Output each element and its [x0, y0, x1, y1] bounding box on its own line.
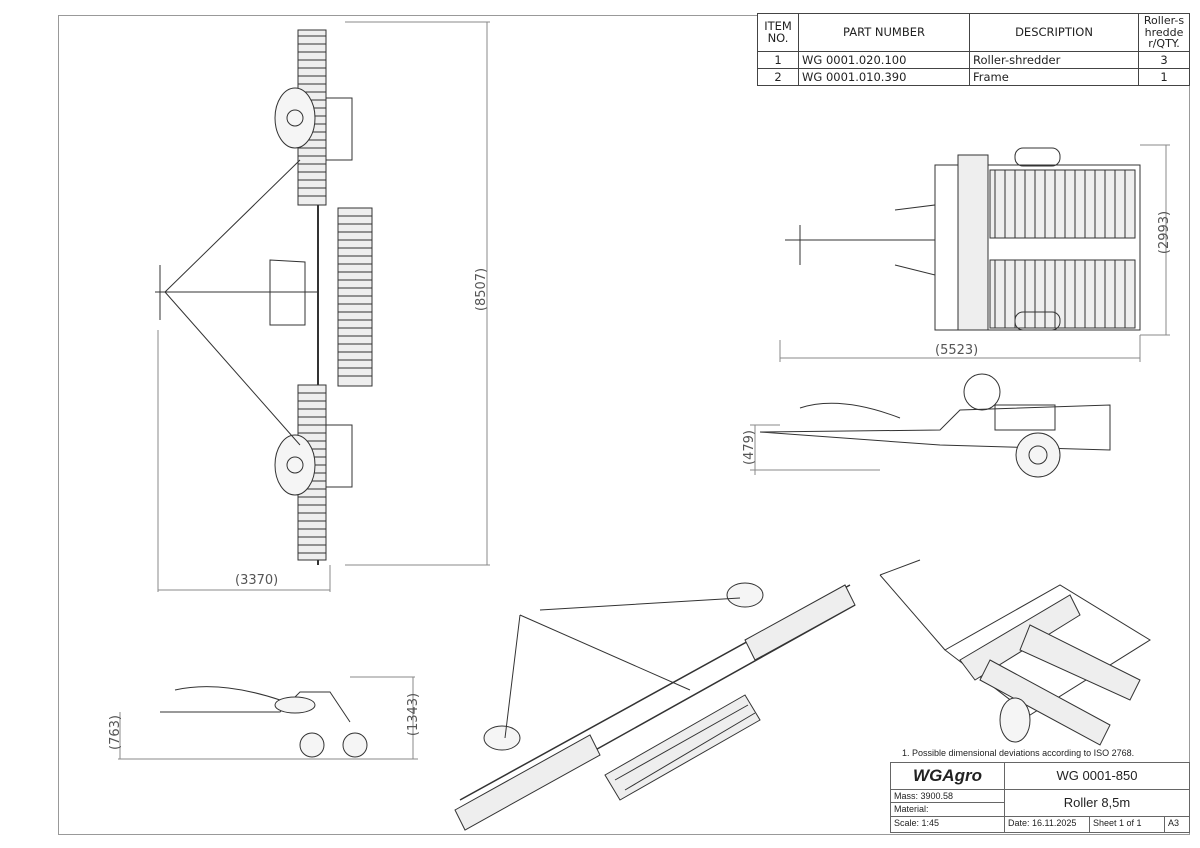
- title-block: WGAgro WG 0001-850 Mass: 3900.58 Materia…: [890, 762, 1190, 834]
- general-note: 1. Possible dimensional deviations accor…: [902, 748, 1135, 758]
- top-view-working: [155, 29, 373, 565]
- mass: Mass: 3900.58: [890, 789, 1005, 803]
- drawing-title: Roller 8,5m: [1004, 789, 1190, 817]
- wheel-upper: [274, 87, 316, 149]
- dim-hitch-height: (479): [741, 430, 757, 465]
- front-side-view: [118, 676, 418, 760]
- wheel-lower: [274, 434, 316, 496]
- sheet: Sheet 1 of 1: [1089, 816, 1165, 833]
- item-no: 1: [757, 50, 799, 69]
- table-row: 1 WG 0001.020.100 Roller-shredder 3: [757, 50, 1190, 69]
- description: Roller-shredder: [969, 50, 1139, 69]
- dim-3370-lines: [157, 330, 331, 592]
- header-qty: Roller-shredder/QTY.: [1138, 13, 1190, 52]
- dim-side-height: (1343): [406, 692, 422, 737]
- roller-middle: [337, 207, 373, 387]
- qty: 1: [1138, 67, 1190, 86]
- item-no: 2: [757, 67, 799, 86]
- header-item-no: ITEM NO.: [757, 13, 799, 52]
- side-view: [750, 373, 1111, 478]
- isometric-view-transport: [879, 559, 1151, 746]
- top-view-transport: [779, 144, 1170, 362]
- material: Material:: [890, 802, 1005, 817]
- dim-overall-length: (8507): [474, 267, 490, 312]
- qty: 3: [1138, 50, 1190, 69]
- scale: Scale: 1:45: [890, 816, 1005, 833]
- dim-overall-width: (3370): [235, 573, 279, 588]
- drawing-frame: [58, 15, 1190, 835]
- drawing-number: WG 0001-850: [1004, 762, 1190, 790]
- paper-size: A3: [1164, 816, 1190, 833]
- dim-8507-lines: [345, 21, 490, 566]
- isometric-view-working: [454, 582, 856, 831]
- table-row: 2 WG 0001.010.390 Frame 1: [757, 67, 1190, 86]
- dim-side-hitch: (763): [107, 715, 123, 750]
- header-part-number: PART NUMBER: [798, 13, 970, 52]
- header-description: DESCRIPTION: [969, 13, 1139, 52]
- bom-header: ITEM NO. PART NUMBER DESCRIPTION Roller-…: [757, 13, 1190, 52]
- bill-of-materials: ITEM NO. PART NUMBER DESCRIPTION Roller-…: [757, 13, 1190, 86]
- company-logo: WGAgro: [890, 762, 1005, 790]
- description: Frame: [969, 67, 1139, 86]
- dim-transport-length: (5523): [935, 343, 979, 358]
- part-number: WG 0001.010.390: [798, 67, 970, 86]
- dim-transport-width: (2993): [1157, 210, 1173, 255]
- date: Date: 16.11.2025: [1004, 816, 1090, 833]
- part-number: WG 0001.020.100: [798, 50, 970, 69]
